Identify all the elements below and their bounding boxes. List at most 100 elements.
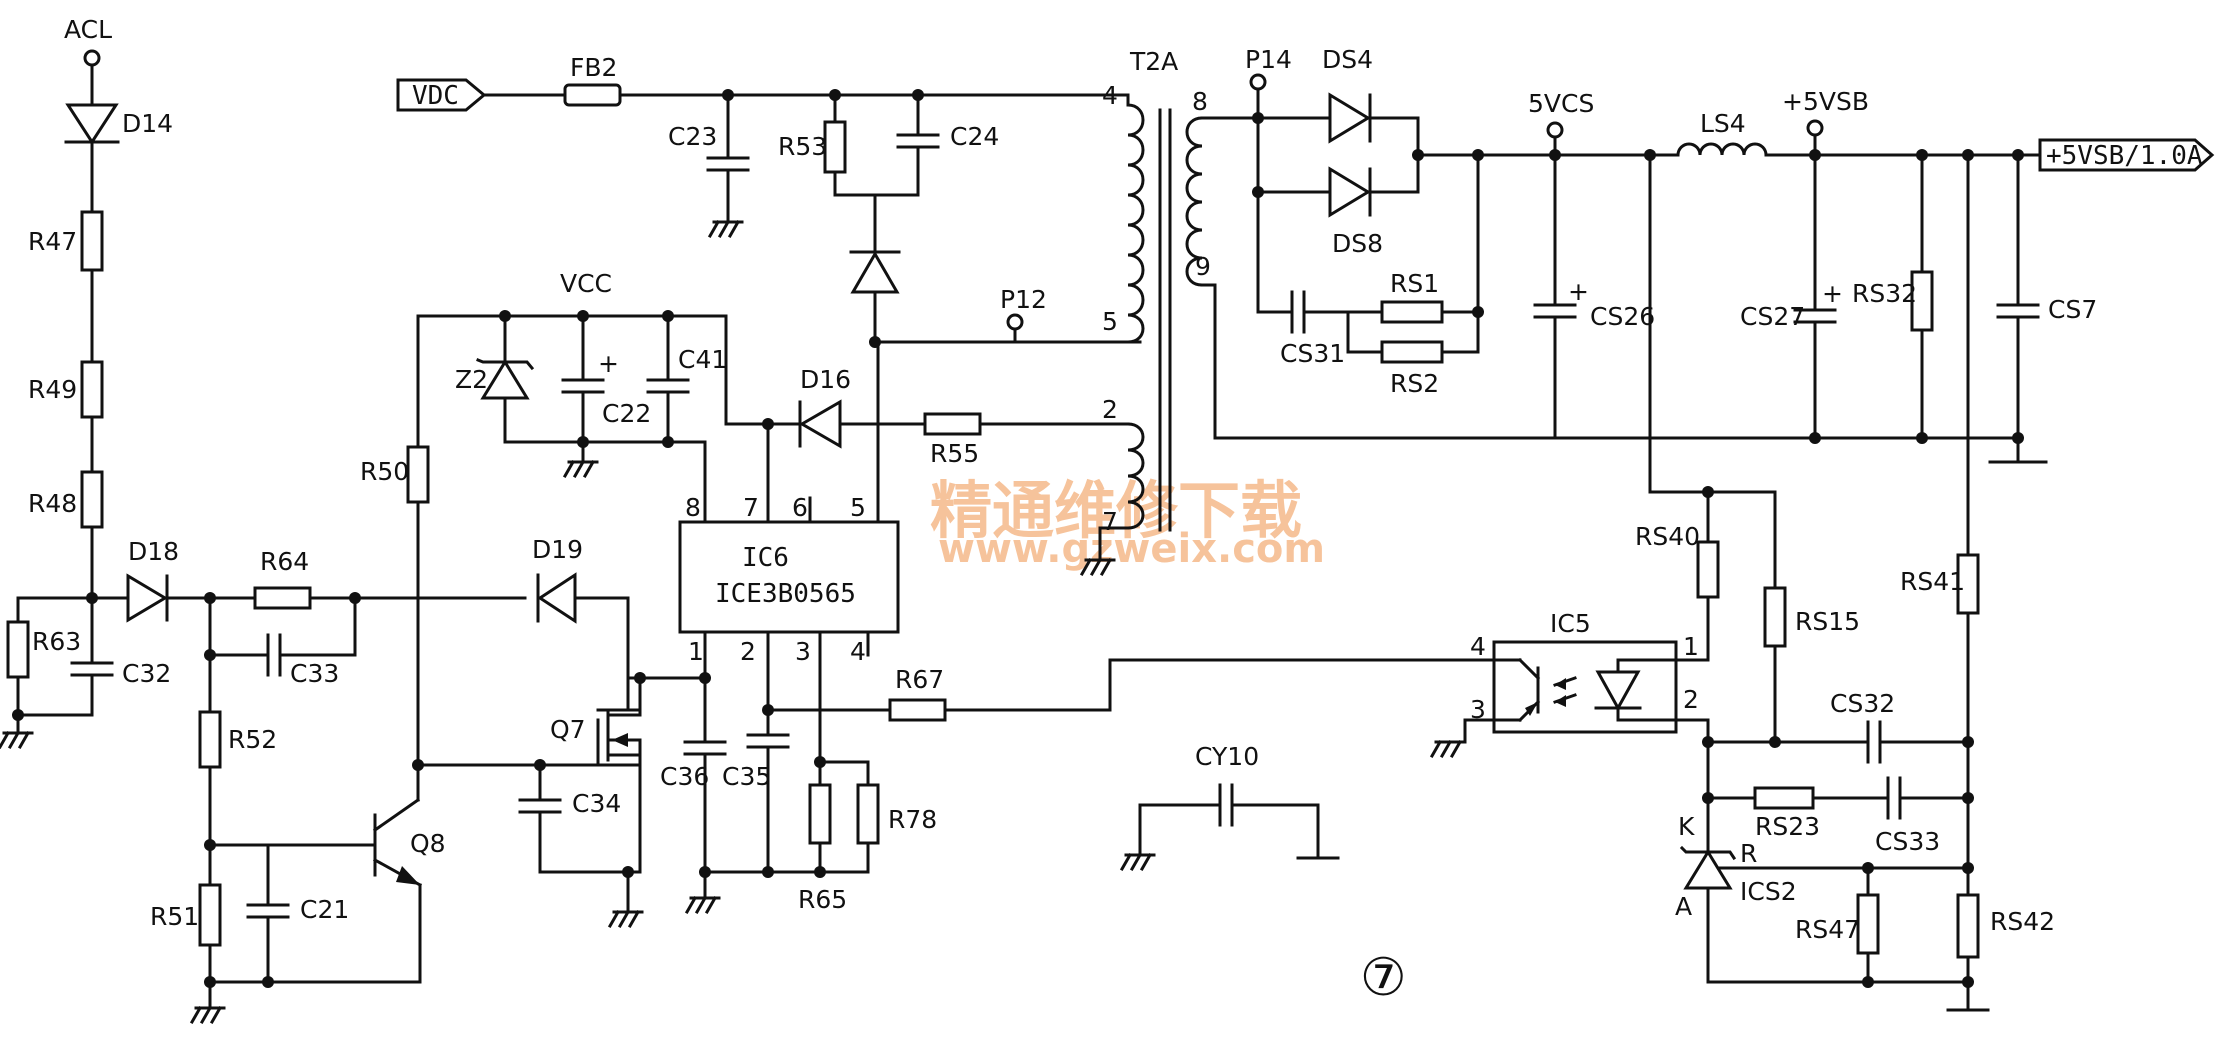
q7-label: Q7 xyxy=(550,715,586,744)
cs26-plus: + xyxy=(1568,277,1589,306)
r65-label: R65 xyxy=(798,885,847,914)
rs42-resistor xyxy=(1956,893,1980,959)
ic6-pin-network: C36 C35 R65 R78 R67 xyxy=(638,658,1496,914)
r63-label: R63 xyxy=(32,627,81,656)
d16-r55-network: D16 R55 xyxy=(766,365,1130,468)
ic6-ref: IC6 xyxy=(742,543,789,573)
r49-resistor xyxy=(80,360,104,419)
r55-label: R55 xyxy=(930,439,979,468)
ic5-pin-2: 2 xyxy=(1683,685,1699,714)
vdc-port xyxy=(396,78,487,112)
z2-zener xyxy=(480,359,530,400)
5vcs-label: 5VCS xyxy=(1528,89,1594,118)
ics2-label: ICS2 xyxy=(1740,877,1797,906)
d19-q7-network: D19 Q7 C34 xyxy=(518,535,707,928)
t2a-pin-4: 4 xyxy=(1102,81,1118,110)
t2a-pin-8: 8 xyxy=(1192,87,1208,116)
c22-label: C22 xyxy=(602,399,651,428)
fb2-label: FB2 xyxy=(570,53,617,82)
ic6-part: ICE3B0565 xyxy=(715,579,856,609)
ic6-pin-3: 3 xyxy=(795,637,811,666)
feedback-network: RS40 RS15 RS41 xyxy=(1635,153,1980,894)
vcc-cluster: VCC Z2 + C22 C41 xyxy=(416,269,770,524)
ics2-r-label: R xyxy=(1740,839,1757,868)
p12-label: P12 xyxy=(1000,285,1047,314)
output-filter: 5VCS + CS26 LS4 +5VSB + CS27 RS32 CS7 +5… xyxy=(1213,87,2215,464)
d18-label: D18 xyxy=(128,537,179,566)
c32-label: C32 xyxy=(122,659,171,688)
watermark-title: 精通维修下载 xyxy=(930,474,1302,547)
output-label: +5VSB/1.0A xyxy=(2046,141,2203,171)
cs33-label: CS33 xyxy=(1875,827,1940,856)
t2a-pin-2: 2 xyxy=(1102,395,1118,424)
ic6-controller: IC6 ICE3B0565 8 7 6 5 1 2 3 4 xyxy=(678,340,900,764)
c22-plus: + xyxy=(598,349,619,378)
r48-label: R48 xyxy=(28,489,77,518)
cs27-plus: + xyxy=(1822,279,1843,308)
rs32-label: RS32 xyxy=(1852,279,1917,308)
r67-resistor xyxy=(888,698,947,722)
ics2-a-label: A xyxy=(1675,892,1692,921)
r78-label: R78 xyxy=(888,805,937,834)
c34-label: C34 xyxy=(572,789,621,818)
ic5-pin-4: 4 xyxy=(1470,632,1486,661)
rs1-resistor xyxy=(1380,300,1444,324)
rs2-resistor xyxy=(1380,340,1444,364)
ic6-pin-8: 8 xyxy=(685,493,701,522)
c41-label: C41 xyxy=(678,345,727,374)
ic5-pin-3: 3 xyxy=(1470,695,1486,724)
rs23-label: RS23 xyxy=(1755,812,1820,841)
rs15-resistor xyxy=(1763,586,1787,648)
ics2-k-label: K xyxy=(1678,812,1695,841)
ic6-pin-7: 7 xyxy=(743,493,759,522)
ic5-pin-1: 1 xyxy=(1683,632,1699,661)
d14-label: D14 xyxy=(122,109,173,138)
rs40-label: RS40 xyxy=(1635,522,1700,551)
r51-label: R51 xyxy=(150,902,199,931)
p12-terminal xyxy=(1006,313,1024,331)
5vsb-terminal xyxy=(1806,119,1824,137)
r64-label: R64 xyxy=(260,547,309,576)
t2a-transformer: T2A 4 5 2 7 8 9 xyxy=(1080,47,1260,576)
c33-label: C33 xyxy=(290,659,339,688)
ds8-diode xyxy=(1328,166,1371,218)
t2a-pin-9: 9 xyxy=(1195,252,1211,281)
cs32-label: CS32 xyxy=(1830,689,1895,718)
d16-label: D16 xyxy=(800,365,851,394)
acl-label: ACL xyxy=(64,15,112,44)
p14-label: P14 xyxy=(1245,45,1292,74)
d19-label: D19 xyxy=(532,535,583,564)
ic6-pin-6: 6 xyxy=(792,493,808,522)
rs42-label: RS42 xyxy=(1990,907,2055,936)
d14-diode xyxy=(65,103,119,145)
ds4-label: DS4 xyxy=(1322,45,1373,74)
5vsb-label: +5VSB xyxy=(1782,87,1869,116)
ic6-pin-5: 5 xyxy=(850,493,866,522)
ds8-label: DS8 xyxy=(1332,229,1383,258)
cs31-label: CS31 xyxy=(1280,339,1345,368)
c23-label: C23 xyxy=(668,122,717,151)
rs1-label: RS1 xyxy=(1390,269,1439,298)
acl-input-chain: ACL D14 R47 R49 R48 xyxy=(28,15,173,600)
cs7-label: CS7 xyxy=(2048,295,2097,324)
t2a-label: T2A xyxy=(1129,47,1178,76)
t2a-pin-5: 5 xyxy=(1102,307,1118,336)
r49-label: R49 xyxy=(28,375,77,404)
clamp-diode xyxy=(850,251,900,294)
cs27-label: CS27 xyxy=(1740,302,1805,331)
acl-terminal xyxy=(83,49,101,67)
r52-label: R52 xyxy=(228,725,277,754)
ic6-pin-4: 4 xyxy=(850,637,866,666)
t2a-pin-7: 7 xyxy=(1102,507,1118,536)
cs26-label: CS26 xyxy=(1590,302,1655,331)
r65-resistor xyxy=(808,783,832,845)
c24-label: C24 xyxy=(950,122,999,151)
d19-diode xyxy=(537,572,577,624)
vcc-label: VCC xyxy=(560,269,612,298)
ics2-shunt-regulator xyxy=(1683,849,1733,890)
shunt-regulator-network: CS32 RS23 CS33 K R A ICS2 RS47 RS42 xyxy=(1675,689,2055,1012)
r53-resistor xyxy=(823,120,847,174)
q8-transistor: Q8 xyxy=(372,763,446,984)
ls4-inductor xyxy=(1676,142,1768,157)
